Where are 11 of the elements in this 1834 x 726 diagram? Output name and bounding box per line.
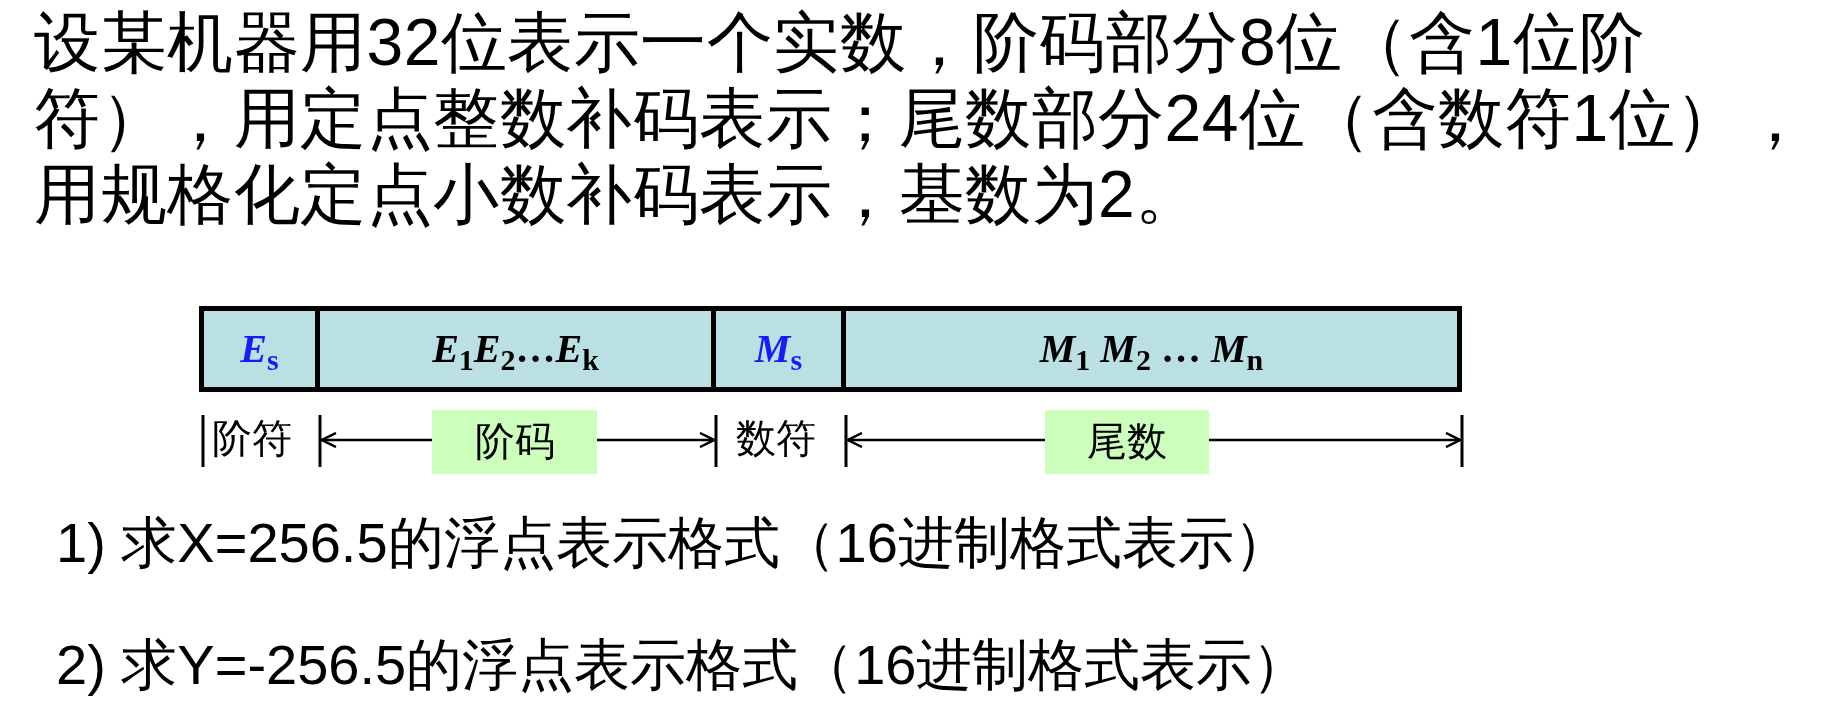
field-label: M$_{1}$ M$_{2}$ … M$_{n}$ [1039,325,1264,378]
field-label: M$_{s}$ [754,325,803,378]
question-text: 2) 求Y=-256.5的浮点表示格式（16进制格式表示） [56,632,1309,698]
question-text: 1) 求X=256.5的浮点表示格式（16进制格式表示） [56,510,1290,576]
problem-statement: 设某机器用32位表示一个实数，阶码部分8位（含1位阶符），用定点整数补码表示；尾数部分24位（含数符1位），用规格化定点小数补码表示，基数为2。 [34,4,1810,232]
label-patch: 尾数 [1045,410,1209,474]
label-patch: 阶码 [432,410,597,474]
field-label: E$_{s}$ [240,325,279,378]
field-label: E$_{1}$E$_{2}$…E$_{k}$ [432,325,599,378]
field-caption: 阶符 [212,415,292,463]
field-caption: 数符 [736,415,816,463]
